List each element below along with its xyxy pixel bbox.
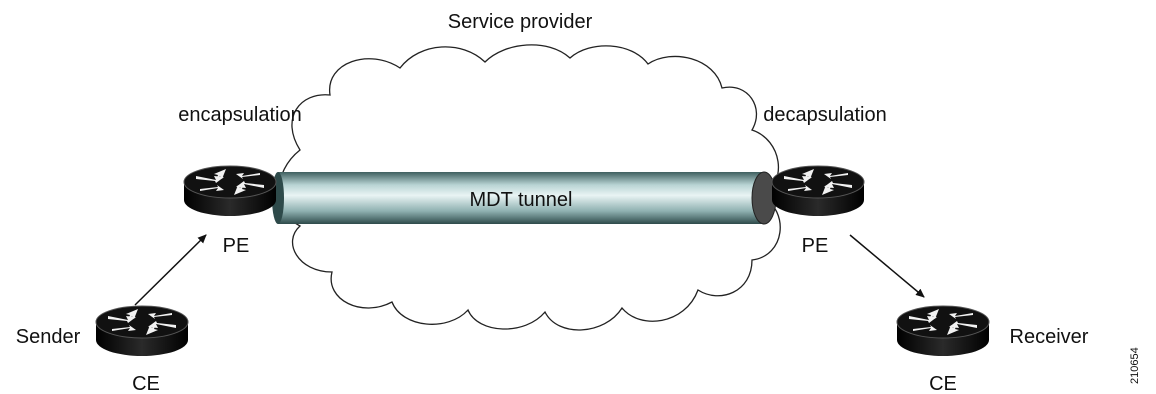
figure-id: 210654 <box>1129 347 1141 384</box>
receiver-label: Receiver <box>1010 326 1089 348</box>
ce-left-label: CE <box>132 373 160 394</box>
encapsulation-label: encapsulation <box>178 104 301 126</box>
tunnel-label: MDT tunnel <box>469 189 572 211</box>
sender-label: Sender <box>16 326 81 348</box>
ce-right-router-icon <box>896 305 990 357</box>
sender-to-pe-arrow <box>134 234 207 306</box>
decapsulation-label: decapsulation <box>763 104 886 126</box>
mdt-tunnel <box>272 171 777 225</box>
ce-left-router-icon <box>95 305 189 357</box>
pe-left-label: PE <box>223 235 250 257</box>
ce-right-label: CE <box>929 373 957 394</box>
pe-right-label: PE <box>802 235 829 257</box>
pe-to-receiver-arrow <box>849 234 925 298</box>
pe-right-router-icon <box>771 165 865 217</box>
cloud-title: Service provider <box>448 11 593 33</box>
pe-left-router-icon <box>183 165 277 217</box>
